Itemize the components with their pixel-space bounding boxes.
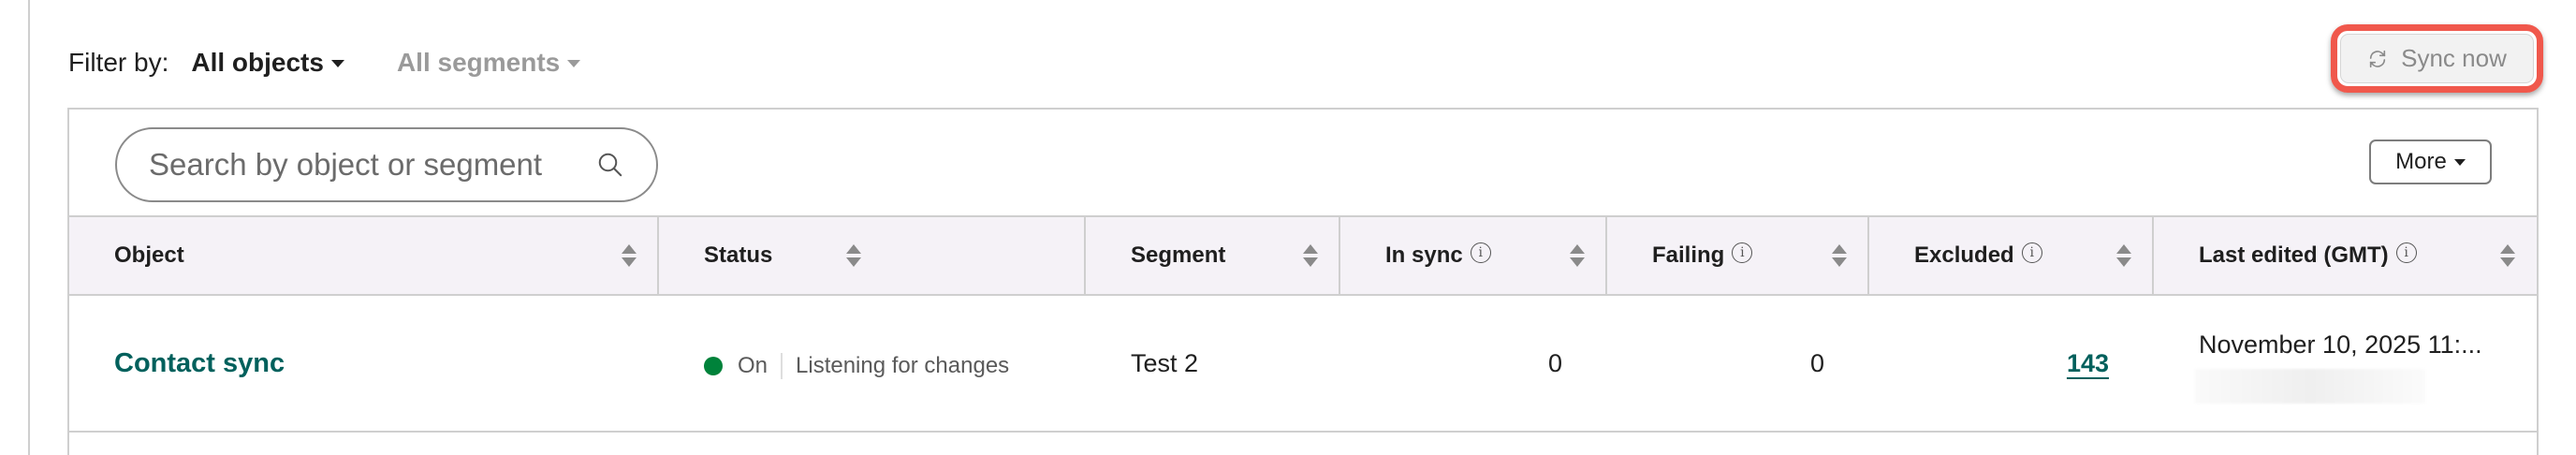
column-header-last-edited[interactable]: Last edited (GMT) i [2154, 217, 2537, 294]
cell-failing: 0 [1607, 296, 1869, 431]
info-icon[interactable]: i [1470, 242, 1491, 263]
search-input[interactable] [149, 147, 596, 183]
cell-object: Contact sync [69, 296, 659, 431]
filter-segments-label: All segments [396, 48, 561, 77]
filter-objects-label: All objects [191, 48, 324, 77]
filter-bar: Filter by: All objects All segments [68, 41, 581, 84]
caret-down-icon [567, 60, 581, 67]
caret-down-icon [330, 60, 344, 67]
segment-value: Test 2 [1131, 348, 1199, 377]
info-icon[interactable]: i [2021, 242, 2042, 263]
in-sync-value: 0 [1547, 348, 1562, 377]
column-label: In sync [1385, 242, 1463, 268]
sort-icon[interactable] [622, 244, 637, 267]
last-edited-value: November 10, 2025 11:... [2199, 330, 2482, 359]
page-left-border [28, 0, 30, 455]
refresh-icon [2369, 50, 2386, 67]
sort-icon[interactable] [2116, 244, 2131, 267]
sync-now-button[interactable]: Sync now [2340, 34, 2534, 83]
status-dot-icon [704, 357, 723, 375]
filter-objects-dropdown[interactable]: All objects [191, 48, 344, 78]
column-label: Failing [1652, 242, 1725, 268]
cell-last-edited: November 10, 2025 11:... [2154, 296, 2537, 431]
filter-label: Filter by: [68, 48, 169, 77]
excluded-link[interactable]: 143 [2066, 348, 2109, 377]
info-icon[interactable]: i [2395, 242, 2417, 263]
more-button[interactable]: More [2369, 139, 2492, 184]
status-state: On [738, 353, 768, 378]
column-label: Last edited (GMT) [2199, 242, 2389, 268]
column-label: Excluded [1914, 242, 2014, 268]
column-header-segment[interactable]: Segment [1086, 217, 1340, 294]
cell-segment: Test 2 [1086, 296, 1340, 431]
column-header-in-sync[interactable]: In sync i [1340, 217, 1607, 294]
sync-now-highlight: Sync now [2331, 24, 2543, 93]
column-header-object[interactable]: Object [69, 217, 659, 294]
sort-icon[interactable] [1570, 244, 1585, 267]
cell-in-sync: 0 [1340, 296, 1607, 431]
sync-table: More Object Status Segment In sync i Fai… [67, 108, 2539, 455]
column-label: Segment [1131, 242, 1226, 268]
object-link[interactable]: Contact sync [114, 347, 285, 378]
redacted-text [2195, 369, 2425, 404]
caret-down-icon [2453, 158, 2466, 166]
column-header-status[interactable]: Status [659, 217, 1086, 294]
table-row: Contact sync On Listening for changes Te… [69, 296, 2537, 433]
column-header-excluded[interactable]: Excluded i [1869, 217, 2154, 294]
info-icon[interactable]: i [1732, 242, 1753, 263]
more-label: More [2395, 149, 2447, 174]
cell-status: On Listening for changes [659, 296, 1086, 431]
sort-icon[interactable] [1303, 244, 1318, 267]
sync-now-label: Sync now [2401, 44, 2507, 72]
column-label: Status [704, 242, 773, 268]
cell-excluded: 143 [1869, 296, 2154, 431]
column-header-failing[interactable]: Failing i [1607, 217, 1869, 294]
table-header: Object Status Segment In sync i Failing … [69, 215, 2537, 296]
status-divider [781, 353, 783, 379]
search-box[interactable] [115, 127, 658, 202]
failing-value: 0 [1809, 348, 1824, 377]
filter-segments-dropdown[interactable]: All segments [396, 48, 581, 78]
status-message: Listening for changes [796, 353, 1010, 378]
sort-icon[interactable] [2500, 244, 2515, 267]
search-icon[interactable] [596, 151, 624, 179]
sort-icon[interactable] [1832, 244, 1847, 267]
sort-icon[interactable] [846, 244, 861, 267]
column-label: Object [114, 242, 184, 268]
